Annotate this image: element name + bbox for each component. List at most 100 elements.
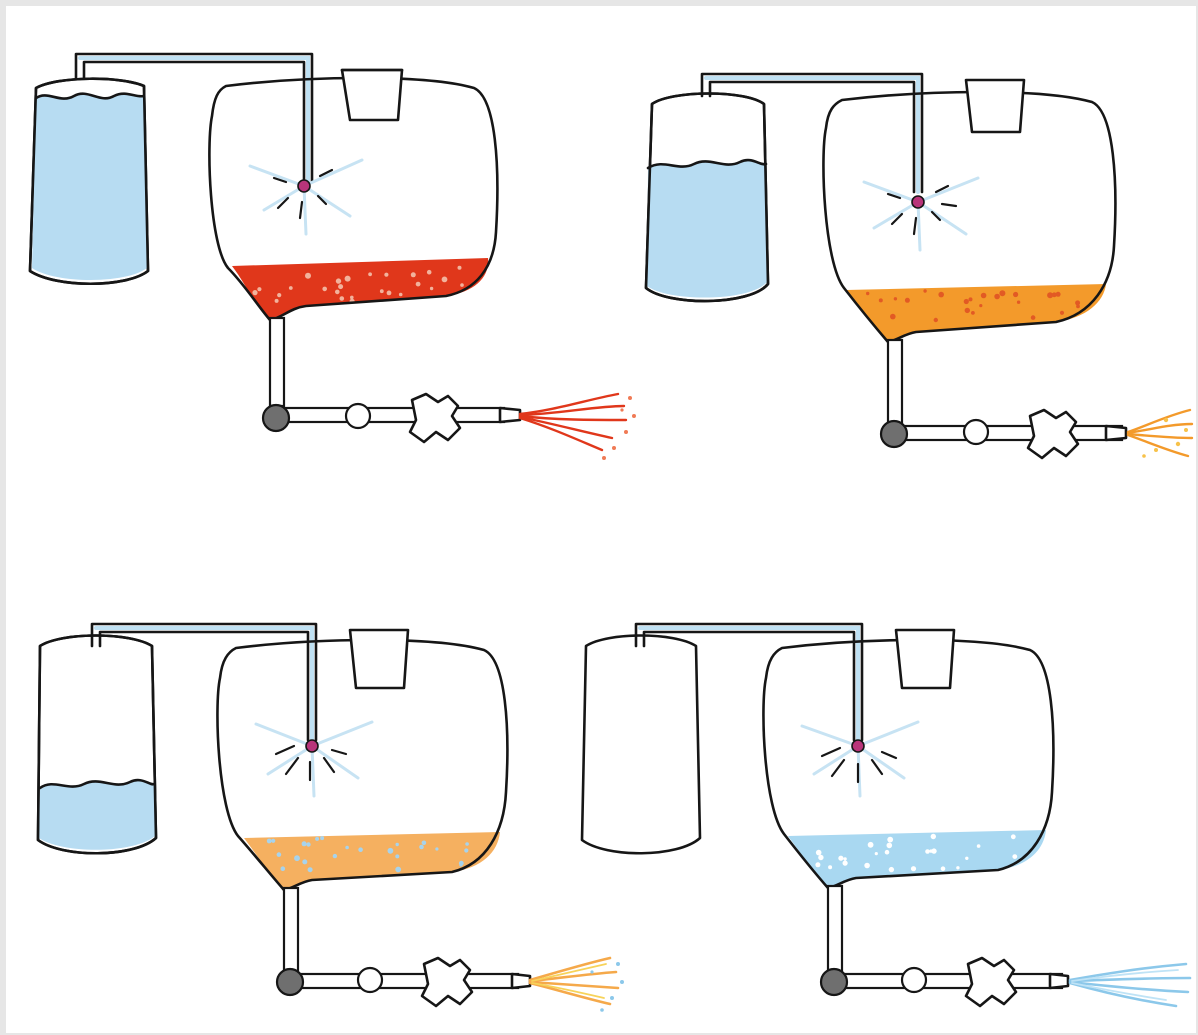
- mixture-dot: [843, 857, 847, 861]
- mixture-dot: [398, 292, 403, 297]
- pump-bulb: [900, 966, 928, 994]
- mixture-dot: [923, 289, 927, 293]
- mixture-dot: [994, 293, 1000, 300]
- mixture-dot: [335, 278, 342, 284]
- nozzle-icon: [498, 406, 522, 424]
- mixture-dot: [435, 847, 439, 851]
- mixture-dot: [271, 838, 276, 843]
- mixture-dots: [866, 289, 1081, 323]
- mixture-dot: [338, 284, 344, 290]
- mixture-dot: [429, 286, 434, 291]
- feed-pipe: [700, 72, 924, 194]
- mixing-chamber: [822, 78, 1117, 344]
- mixing-chamber: [208, 68, 499, 322]
- pump-icon: [1026, 408, 1080, 460]
- outlet-pipe: [879, 338, 1128, 460]
- pump-bulb: [344, 402, 372, 430]
- mixture-dot: [315, 836, 320, 841]
- outlet-pipe: [261, 316, 522, 444]
- mixture-dot: [441, 276, 448, 283]
- mixture-dot: [867, 841, 874, 848]
- mixture-dot: [890, 313, 896, 320]
- mixture-dot: [307, 867, 313, 873]
- water-tank: [580, 634, 702, 855]
- funnel: [964, 78, 1026, 134]
- valve-ball: [261, 403, 291, 433]
- mixture-dot: [465, 842, 469, 846]
- mixing-chamber: [216, 628, 509, 892]
- spark-point: [305, 739, 319, 753]
- mixture-dot: [884, 849, 890, 855]
- water-fill: [32, 93, 147, 280]
- mixture-dot: [1010, 834, 1016, 840]
- funnel: [894, 628, 956, 690]
- pump-bulb: [356, 966, 384, 994]
- mixture-dot: [426, 269, 432, 275]
- spark-icon: [254, 720, 374, 798]
- water-fill: [39, 780, 155, 850]
- mixture-dot: [815, 862, 821, 868]
- mixture-dot: [1055, 291, 1061, 297]
- mixture-dot: [910, 866, 917, 872]
- spark-icon: [800, 720, 920, 798]
- mixture-dot: [276, 852, 282, 857]
- water-tank: [36, 634, 158, 855]
- panel-2: [644, 72, 1194, 460]
- mixture-dot: [322, 286, 328, 292]
- mixture-dot: [387, 847, 394, 854]
- mixture-dot: [925, 849, 930, 854]
- mixture-dot: [866, 291, 870, 296]
- mixture-dot: [350, 295, 354, 300]
- mixture-dot: [979, 304, 983, 308]
- nozzle-icon: [1104, 424, 1128, 442]
- mixture-fill: [232, 258, 489, 318]
- panel-4: [580, 622, 1192, 1008]
- feed-pipe: [90, 622, 318, 742]
- mixture-dot: [963, 298, 969, 305]
- nozzle-icon: [1048, 972, 1070, 990]
- mixture-dot: [864, 862, 870, 869]
- mixture-dot: [464, 848, 469, 853]
- mixture-dot: [458, 860, 464, 866]
- mixture-dot: [964, 307, 970, 314]
- mixture-dot: [320, 836, 325, 841]
- funnel: [348, 628, 410, 690]
- mixture-dot: [395, 854, 400, 859]
- mixture-dot: [887, 836, 894, 843]
- spray-icon: [1068, 962, 1192, 1008]
- pump-icon: [420, 956, 474, 1008]
- mixture-dot: [878, 298, 883, 303]
- outlet-pipe: [275, 886, 532, 1008]
- mixture-dot: [339, 296, 345, 301]
- mixture-dots: [266, 836, 469, 873]
- mixture-dot: [1013, 291, 1019, 298]
- mixture-dot: [277, 293, 282, 298]
- mixture-dot: [460, 283, 464, 287]
- mixture-dot: [971, 311, 975, 315]
- mixture-dot: [1051, 292, 1057, 298]
- spray-icon: [518, 392, 636, 460]
- mixture-dot: [1030, 315, 1036, 320]
- mixture-dot: [302, 859, 308, 865]
- mixture-dot: [294, 855, 300, 862]
- mixture-dot: [306, 842, 311, 847]
- mixture-dot: [419, 844, 424, 850]
- mixture-dot: [457, 265, 462, 270]
- pump-icon: [964, 956, 1018, 1008]
- mixture-dot: [1047, 292, 1054, 299]
- pump-bulb: [962, 418, 990, 446]
- panel-3: [36, 622, 624, 1012]
- spark-point: [297, 179, 311, 193]
- mixture-dot: [980, 292, 987, 299]
- mixture-dot: [384, 272, 389, 277]
- mixture-dot: [976, 844, 981, 848]
- spray-icon: [1126, 408, 1194, 458]
- mixture-dot: [888, 866, 895, 873]
- mixture-fill: [244, 832, 500, 888]
- valve-ball: [275, 967, 305, 997]
- mixture-dot: [893, 297, 898, 301]
- feed-pipe: [634, 622, 864, 742]
- funnel: [340, 68, 404, 122]
- mixture-dot: [815, 849, 822, 856]
- spark-point: [911, 195, 925, 209]
